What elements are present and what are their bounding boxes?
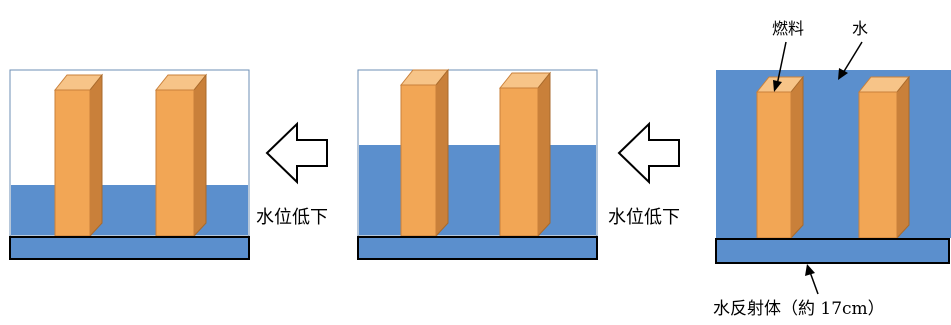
water-level-drop-label-2: 水位低下 <box>608 207 680 228</box>
water-pointer-arrowhead <box>838 68 848 80</box>
water-region-right <box>716 70 951 238</box>
fuel-pointer-arrowhead <box>773 80 782 92</box>
panel-right: 燃料 水 水反射体（約 17cm） <box>713 19 951 319</box>
fuel-rod <box>857 75 911 240</box>
fuel-label: 燃料 <box>772 19 804 38</box>
water-region-left <box>11 185 248 235</box>
fuel-rod <box>53 73 104 238</box>
fuel-rod <box>399 68 450 238</box>
left-arrow-icon <box>617 121 680 185</box>
fuel-rod <box>154 73 208 238</box>
panel-left <box>9 69 250 260</box>
left-arrow-icon <box>265 121 328 185</box>
water-label: 水 <box>852 19 868 38</box>
fuel-rod <box>755 75 805 240</box>
reflector-label: 水反射体（約 17cm） <box>713 299 885 319</box>
reflector-pointer-line <box>809 271 819 295</box>
water-pointer-line <box>842 41 863 74</box>
water-region-middle <box>359 145 596 235</box>
reflector-left <box>9 236 250 260</box>
fuel-rod <box>498 71 552 238</box>
reflector-middle <box>357 236 598 260</box>
reflector-right <box>715 238 950 264</box>
water-level-drop-label-1: 水位低下 <box>256 207 328 228</box>
fuel-pointer-line <box>776 41 787 86</box>
panel-middle <box>357 68 598 260</box>
reflector-pointer-arrowhead <box>805 264 815 276</box>
